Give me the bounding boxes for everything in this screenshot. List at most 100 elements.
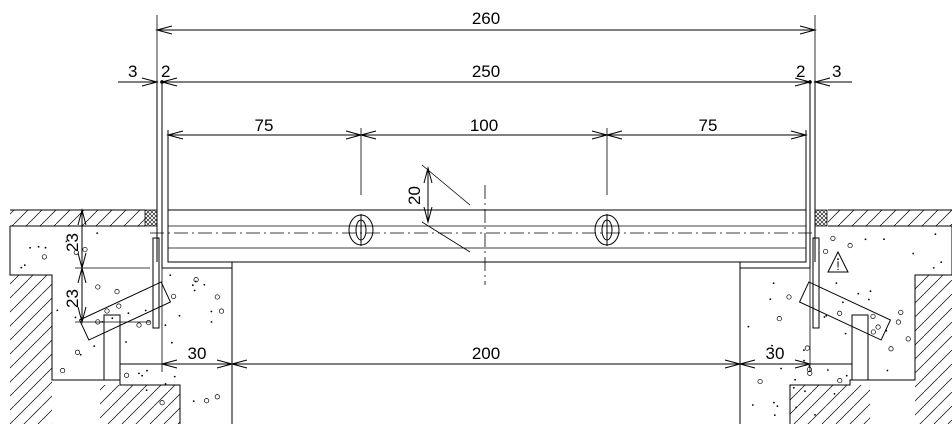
dim-gap-left-label: 3 xyxy=(128,62,137,81)
aggregate-dot xyxy=(145,389,148,391)
aggregate-dot xyxy=(847,243,853,249)
dim-inner xyxy=(118,77,852,87)
aggregate-dot xyxy=(203,283,206,286)
aggregate-dot xyxy=(111,317,114,320)
aggregate-dot xyxy=(772,282,775,285)
aggregate-dot xyxy=(804,345,810,351)
dim-thickness xyxy=(421,164,471,253)
aggregate-dot xyxy=(127,312,130,315)
aggregate-dot xyxy=(837,258,839,260)
aggregate-dot xyxy=(104,308,110,314)
aggregate-dot xyxy=(164,324,167,327)
aggregate-dot xyxy=(114,289,120,295)
pavement-left xyxy=(10,209,145,227)
bolt-left xyxy=(348,214,374,246)
aggregate-dot xyxy=(169,274,172,276)
aggregate-dot xyxy=(191,284,194,287)
seal-left xyxy=(144,209,158,227)
aggregate-dot xyxy=(776,405,779,407)
aggregate-dot xyxy=(164,383,167,385)
aggregate-dot xyxy=(751,404,754,406)
aggregate-dot xyxy=(825,314,828,317)
aggregate-dot xyxy=(193,289,196,292)
dim-overall xyxy=(155,15,817,210)
aggregate-dot xyxy=(74,316,77,319)
aggregate-dot xyxy=(792,386,795,389)
aggregate-dot xyxy=(757,378,763,385)
aggregate-dot xyxy=(41,254,47,260)
aggregate-dot xyxy=(795,406,798,409)
warning-icon: ! xyxy=(827,250,849,273)
aggregate-dot xyxy=(830,235,836,241)
aggregate-dot xyxy=(898,309,904,315)
frame-right xyxy=(739,80,820,329)
aggregate-dot xyxy=(23,264,26,267)
dim-thickness-label: 20 xyxy=(405,186,424,205)
aggregate-dot xyxy=(204,398,210,404)
aggregate-dot xyxy=(776,316,782,322)
anchor-left xyxy=(78,281,172,381)
aggregate-dot xyxy=(773,401,775,404)
aggregate-dot xyxy=(44,246,47,249)
aggregate-dot xyxy=(869,290,872,293)
svg-text:!: ! xyxy=(836,259,839,273)
aggregate-dot xyxy=(96,232,99,235)
aggregate-dot xyxy=(875,324,881,330)
aggregate-dot xyxy=(125,341,127,343)
aggregate-dot xyxy=(141,374,144,377)
aggregate-dot xyxy=(171,341,173,344)
dim-depth-top-label: 23 xyxy=(63,233,82,252)
aggregate-dot xyxy=(138,372,140,375)
aggregate-dot xyxy=(144,309,147,312)
aggregate-dot xyxy=(803,349,805,352)
seal-right xyxy=(814,209,828,227)
dim-left-seg-label: 75 xyxy=(255,116,274,135)
aggregate-dot xyxy=(146,369,148,372)
aggregate-dot xyxy=(74,349,81,355)
aggregate-dot xyxy=(837,378,843,384)
dim-inner-label: 250 xyxy=(472,62,500,81)
aggregate-dot xyxy=(827,369,829,371)
aggregate-dot xyxy=(29,246,31,249)
aggregate-dot xyxy=(95,284,101,290)
aggregate-dot xyxy=(771,344,773,347)
aggregate-dot xyxy=(210,310,213,313)
aggregate-dot xyxy=(769,298,772,301)
aggregate-dot xyxy=(888,346,894,352)
dim-segments xyxy=(166,128,808,195)
aggregate-dot xyxy=(82,246,88,253)
aggregate-dot xyxy=(773,414,776,416)
aggregate-dot xyxy=(842,301,844,304)
aggregate-dot xyxy=(870,313,876,319)
aggregate-dot xyxy=(60,368,66,374)
pavement-right xyxy=(828,209,952,227)
aggregate-dot xyxy=(20,266,23,269)
aggregate-dot xyxy=(857,292,860,295)
aggregate-dot xyxy=(37,245,40,248)
bolt-right xyxy=(594,214,620,246)
aggregate-dot xyxy=(780,367,782,370)
dim-depth-bottom-label: 23 xyxy=(63,289,82,308)
aggregate-dot xyxy=(804,390,806,393)
aggregate-dot xyxy=(794,378,796,381)
aggregate-dot xyxy=(192,400,195,402)
aggregate-dot xyxy=(56,309,59,312)
aggregate-dot xyxy=(886,369,889,372)
dim-bottom xyxy=(120,268,852,372)
aggregate-dot xyxy=(124,372,130,378)
aggregate-dot xyxy=(905,336,911,342)
dim-middle-seg-label: 100 xyxy=(470,116,498,135)
aggregate-dot xyxy=(210,321,213,323)
aggregate-dot xyxy=(883,238,885,241)
aggregate-dot xyxy=(844,332,847,335)
aggregate-dot xyxy=(136,322,142,328)
aggregate-dot xyxy=(835,282,838,284)
dim-support-right-label: 30 xyxy=(766,344,785,363)
aggregate-dot xyxy=(932,267,935,269)
aggregate-dot xyxy=(159,400,165,406)
dim-opening-label: 200 xyxy=(472,344,500,363)
aggregate-dot xyxy=(837,310,843,316)
aggregate-dot xyxy=(806,366,812,373)
aggregate-dot xyxy=(65,240,68,243)
aggregate-dot xyxy=(116,303,122,309)
